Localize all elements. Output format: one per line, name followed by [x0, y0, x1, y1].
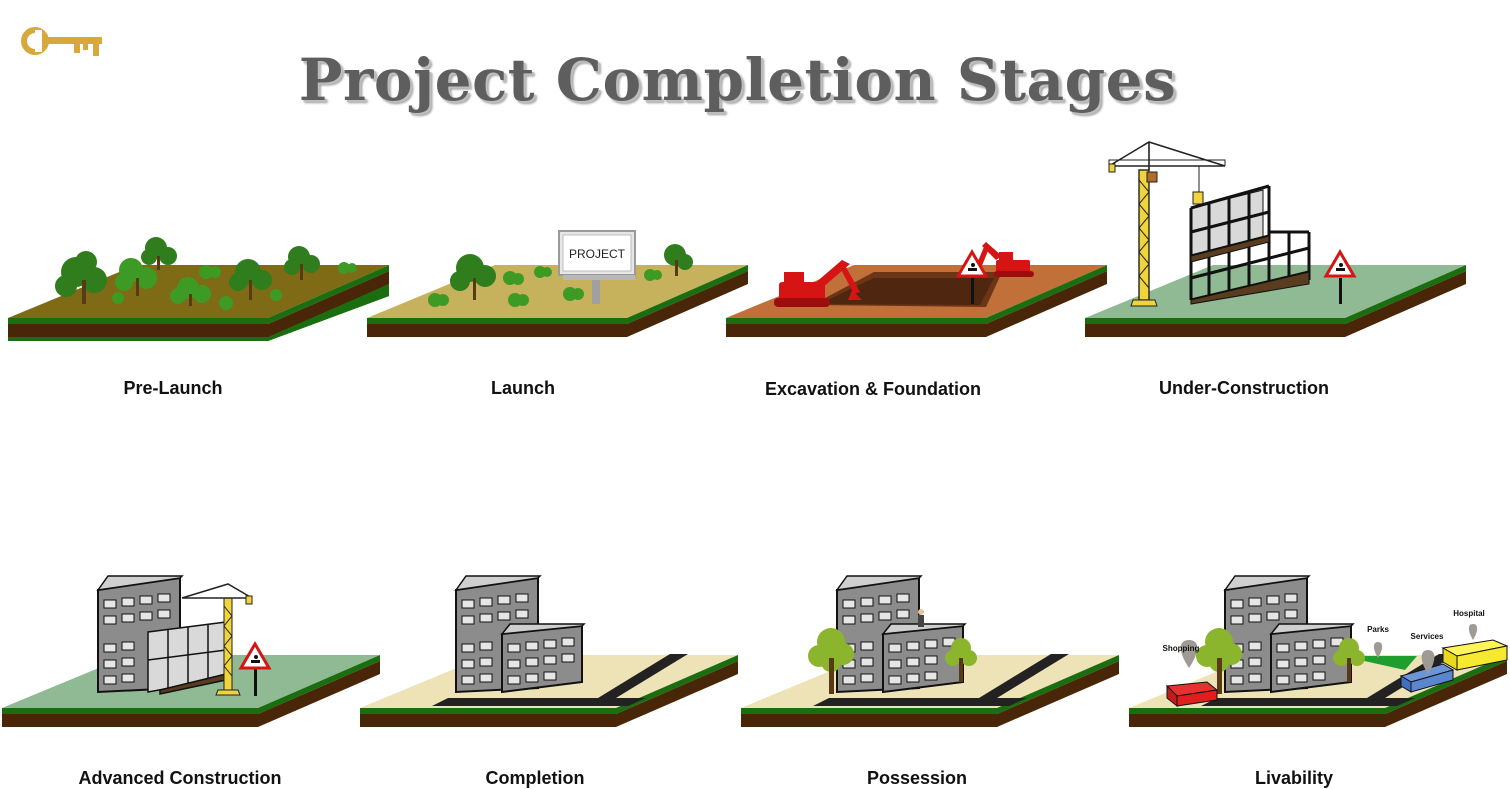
stage-completion-illustration: [358, 550, 758, 750]
stage-under-construction-illustration: [1083, 141, 1483, 360]
stage-pre-launch-illustration: [6, 160, 406, 360]
stage-label-livability: Livability: [1254, 768, 1334, 788]
key-icon: [21, 27, 102, 56]
glass-frame-icon: [147, 621, 227, 695]
excavation-scene: [726, 242, 1107, 337]
marker-label-services: Services: [1411, 632, 1444, 641]
marker-label-shopping: Shopping: [1163, 644, 1200, 653]
stage-launch-illustration: PROJECT: [365, 160, 765, 360]
stage-label-under-construction: Under-Construction: [1159, 378, 1329, 398]
excavator-icon: [976, 242, 1034, 277]
road: [979, 654, 1069, 698]
marker-label-parks: Parks: [1367, 625, 1389, 634]
building-frame-icon: [1189, 184, 1311, 305]
under-construction-scene: [1085, 141, 1466, 337]
tree-icon: [1196, 628, 1365, 694]
livability-scene: Shopping Parks Services Hospital: [1129, 575, 1509, 727]
hospital-building-icon: [1441, 639, 1509, 671]
warning-sign-icon: [955, 249, 989, 304]
location-marker-icon: [1180, 624, 1478, 674]
person-icon: [918, 609, 924, 627]
marker-label-hospital: Hospital: [1453, 609, 1485, 618]
road: [813, 698, 1027, 706]
stage-label-possession: Possession: [866, 768, 968, 788]
completion-scene: [360, 575, 738, 727]
warning-sign-icon: [1323, 249, 1357, 304]
pre-launch-scene: [8, 237, 389, 341]
tower-crane-icon: [181, 583, 253, 696]
billboard-icon: PROJECT: [558, 230, 636, 304]
stage-label-completion: Completion: [485, 768, 585, 788]
possession-scene: [741, 575, 1119, 727]
stage-label-excavation: Excavation & Foundation: [764, 379, 982, 399]
road: [1201, 698, 1415, 706]
tower-crane-icon: [1108, 141, 1226, 307]
billboard-text: PROJECT: [569, 247, 626, 261]
apartment-building-icon: [1223, 575, 1355, 694]
tree-icon: [808, 628, 977, 694]
stage-label-pre-launch: Pre-Launch: [123, 378, 223, 398]
stage-advanced-construction-illustration: [0, 550, 400, 750]
advanced-construction-scene: [2, 575, 380, 727]
stage-excavation-illustration: [724, 160, 1124, 360]
warning-sign-icon: [238, 641, 272, 696]
tree-cluster-icon: [55, 237, 357, 310]
apartment-building-icon: [454, 575, 586, 694]
page-title: Project Completion Stages: [298, 46, 1177, 114]
excavator-icon: [774, 260, 862, 307]
road: [432, 698, 646, 706]
park-area: [1351, 656, 1417, 670]
stage-label-launch: Launch: [490, 378, 556, 398]
stage-livability-illustration: Shopping Parks Services Hospital: [1127, 550, 1510, 750]
shopping-building-icon: [1165, 681, 1219, 708]
road: [598, 654, 688, 698]
stage-possession-illustration: [739, 550, 1139, 750]
stage-label-advanced-construction: Advanced Construction: [78, 768, 282, 788]
apartment-building-icon: [835, 575, 967, 694]
launch-scene: PROJECT: [367, 230, 748, 337]
